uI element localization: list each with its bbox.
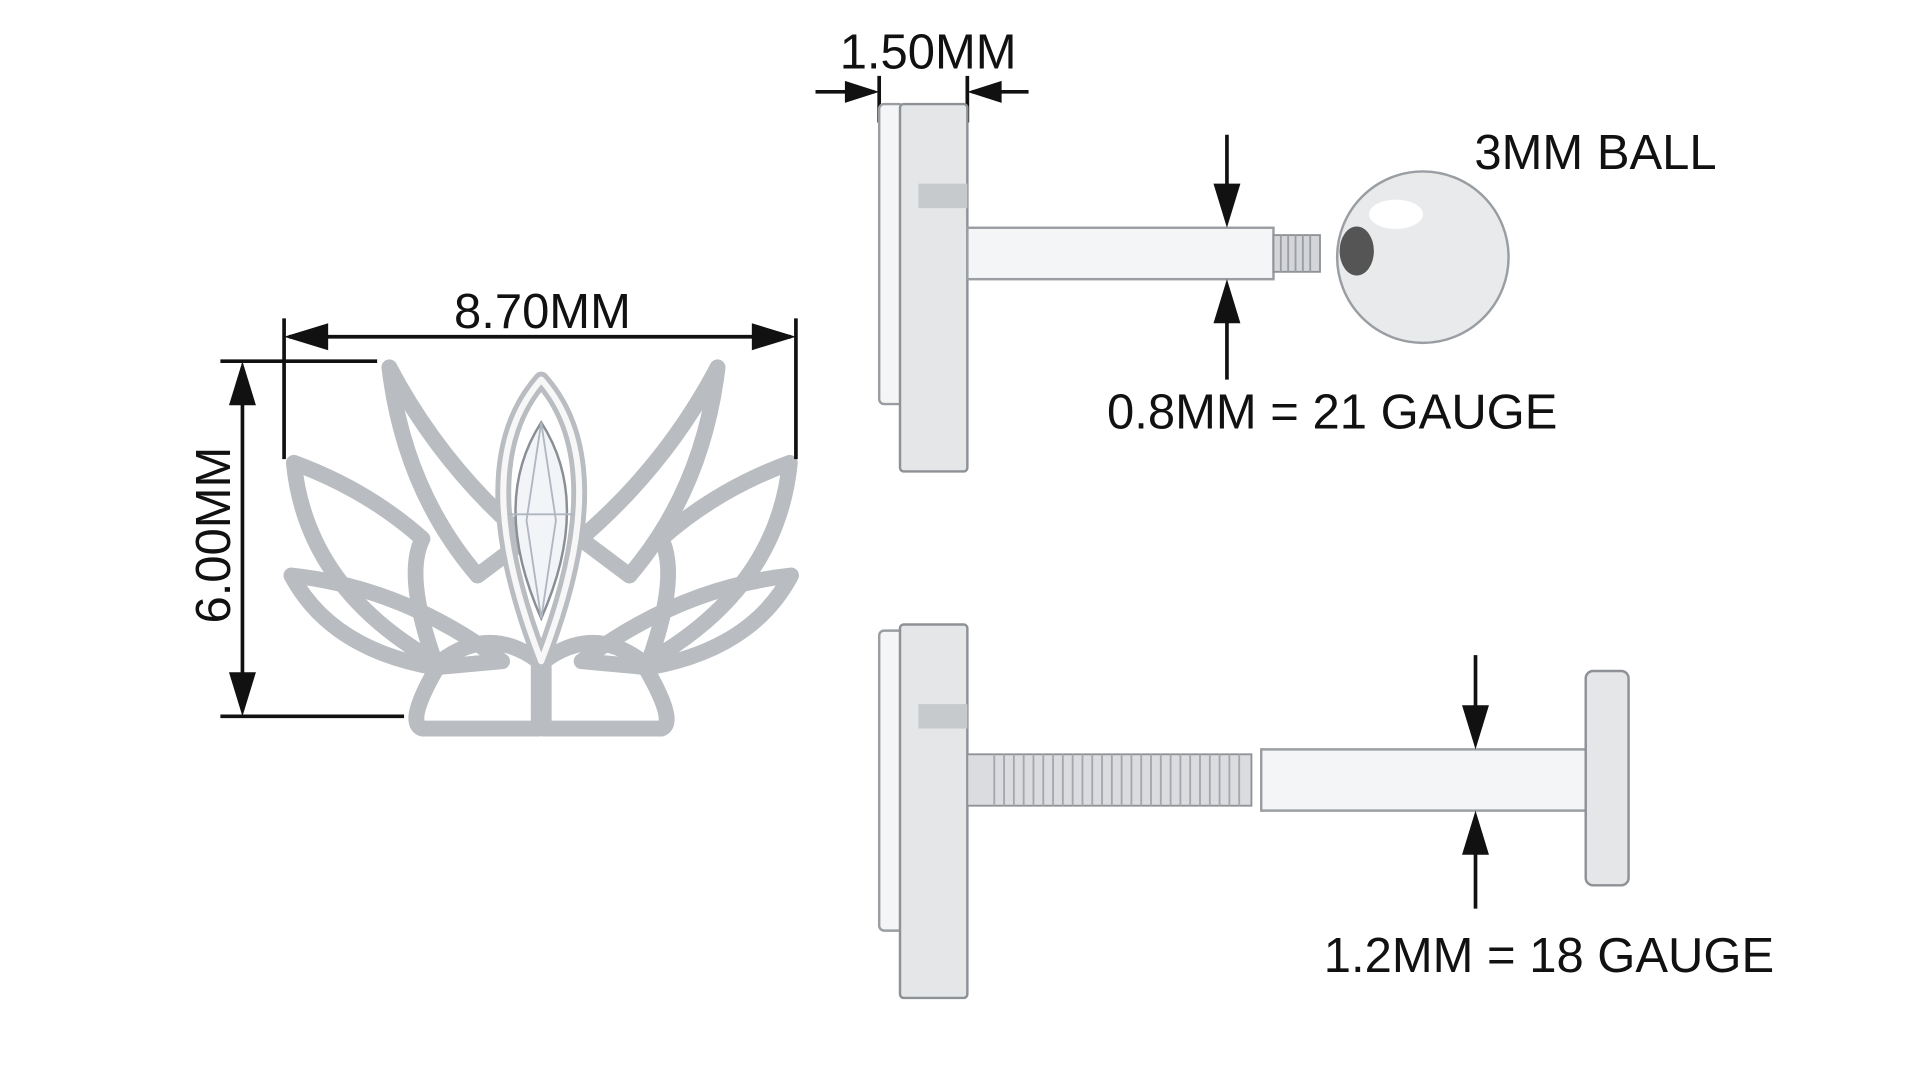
lotus-front-view bbox=[283, 359, 799, 737]
threaded-post bbox=[966, 753, 1253, 807]
height-label: 6.00MM bbox=[187, 447, 241, 624]
flat-back-disc bbox=[1584, 669, 1630, 887]
flat-back-shaft bbox=[1260, 748, 1594, 812]
thickness-dimension: 1.50MM bbox=[815, 26, 1029, 123]
width-dimension: 8.70MM bbox=[282, 285, 798, 460]
thickness-label: 1.50MM bbox=[840, 26, 1017, 80]
width-label: 8.70MM bbox=[454, 285, 631, 339]
post-shaft bbox=[966, 226, 1275, 281]
gauge-top-dimension: 0.8MM = 21 GAUGE 3MM BALL bbox=[1107, 126, 1717, 440]
side-view-ball-back bbox=[877, 102, 1510, 473]
height-dimension: 6.00MM bbox=[187, 359, 405, 719]
ball-label: 3MM BALL bbox=[1474, 126, 1716, 180]
gauge-bottom-dimension: 1.2MM = 18 GAUGE bbox=[1324, 655, 1774, 983]
gauge-top-label: 0.8MM = 21 GAUGE bbox=[1107, 386, 1557, 440]
gauge-bottom-label: 1.2MM = 18 GAUGE bbox=[1324, 929, 1774, 983]
side-view-flat-back bbox=[877, 623, 1630, 1000]
